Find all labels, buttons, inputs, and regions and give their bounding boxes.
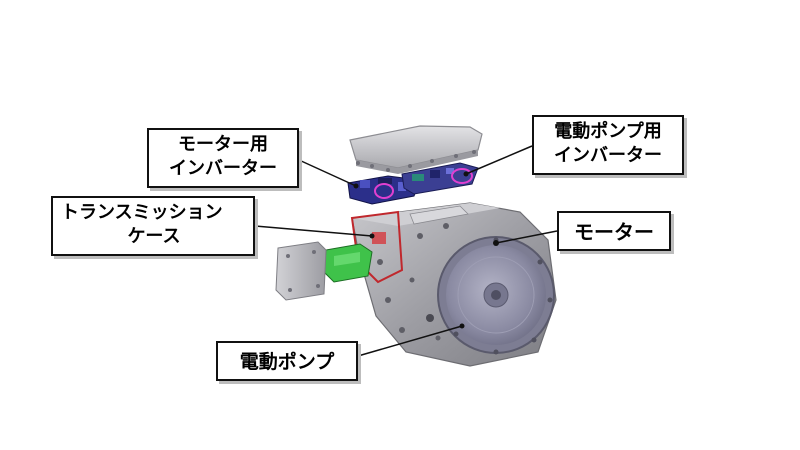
leader-dot-motor-inverter — [353, 183, 359, 189]
green-module — [323, 243, 373, 283]
leader-dots — [353, 171, 499, 329]
callout-motor-inverter: モーター用 インバーター — [147, 128, 299, 188]
leader-motor-inverter — [298, 159, 357, 187]
callout-transmission-case: トランスミッション ケース — [51, 196, 255, 256]
callout-pump-inverter-line2: インバーター — [554, 145, 662, 166]
callout-motor-inverter-line2: インバーター — [169, 158, 277, 179]
callout-motor-inverter-line1: モーター用 — [178, 134, 268, 155]
leader-electric-pump — [357, 325, 463, 357]
leader-transmission-case — [254, 225, 373, 237]
callout-motor-label: モーター — [574, 220, 654, 244]
leader-lines — [254, 145, 558, 357]
leader-dot-transmission-case — [369, 233, 375, 239]
callout-transmission-case-line2: ケース — [127, 226, 181, 247]
leader-dot-motor — [493, 240, 499, 246]
pump-inverter-board — [401, 162, 479, 195]
callout-pump-inverter-line1: 電動ポンプ用 — [554, 121, 662, 142]
inverter-top-cover — [349, 125, 483, 174]
callout-transmission-case-line1: トランスミッション — [61, 202, 223, 223]
motor-inverter-board — [347, 175, 421, 205]
callout-pump-inverter: 電動ポンプ用 インバーター — [532, 115, 684, 175]
leader-dot-pump-inverter — [463, 171, 469, 177]
motor-face — [437, 236, 555, 355]
leader-dot-electric-pump — [459, 323, 465, 329]
callout-electric-pump-label: 電動ポンプ — [239, 351, 335, 373]
side-cover-plate — [275, 241, 327, 301]
leader-motor — [495, 230, 558, 244]
callout-electric-pump: 電動ポンプ — [216, 341, 358, 381]
leader-pump-inverter — [465, 145, 533, 175]
callout-motor: モーター — [557, 211, 671, 251]
